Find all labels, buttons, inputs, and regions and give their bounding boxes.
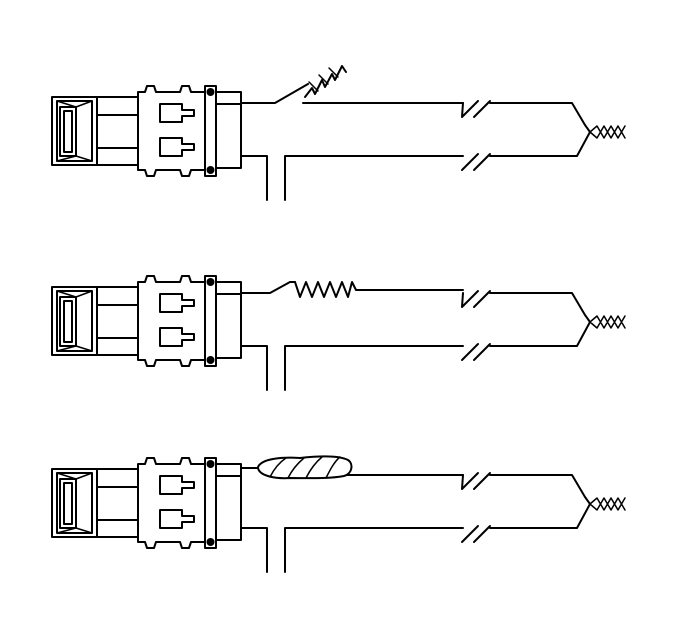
panel-spiraled-strands	[51, 275, 626, 391]
panel-solder-joint	[51, 455, 626, 573]
panel-broken-strand	[51, 65, 626, 201]
